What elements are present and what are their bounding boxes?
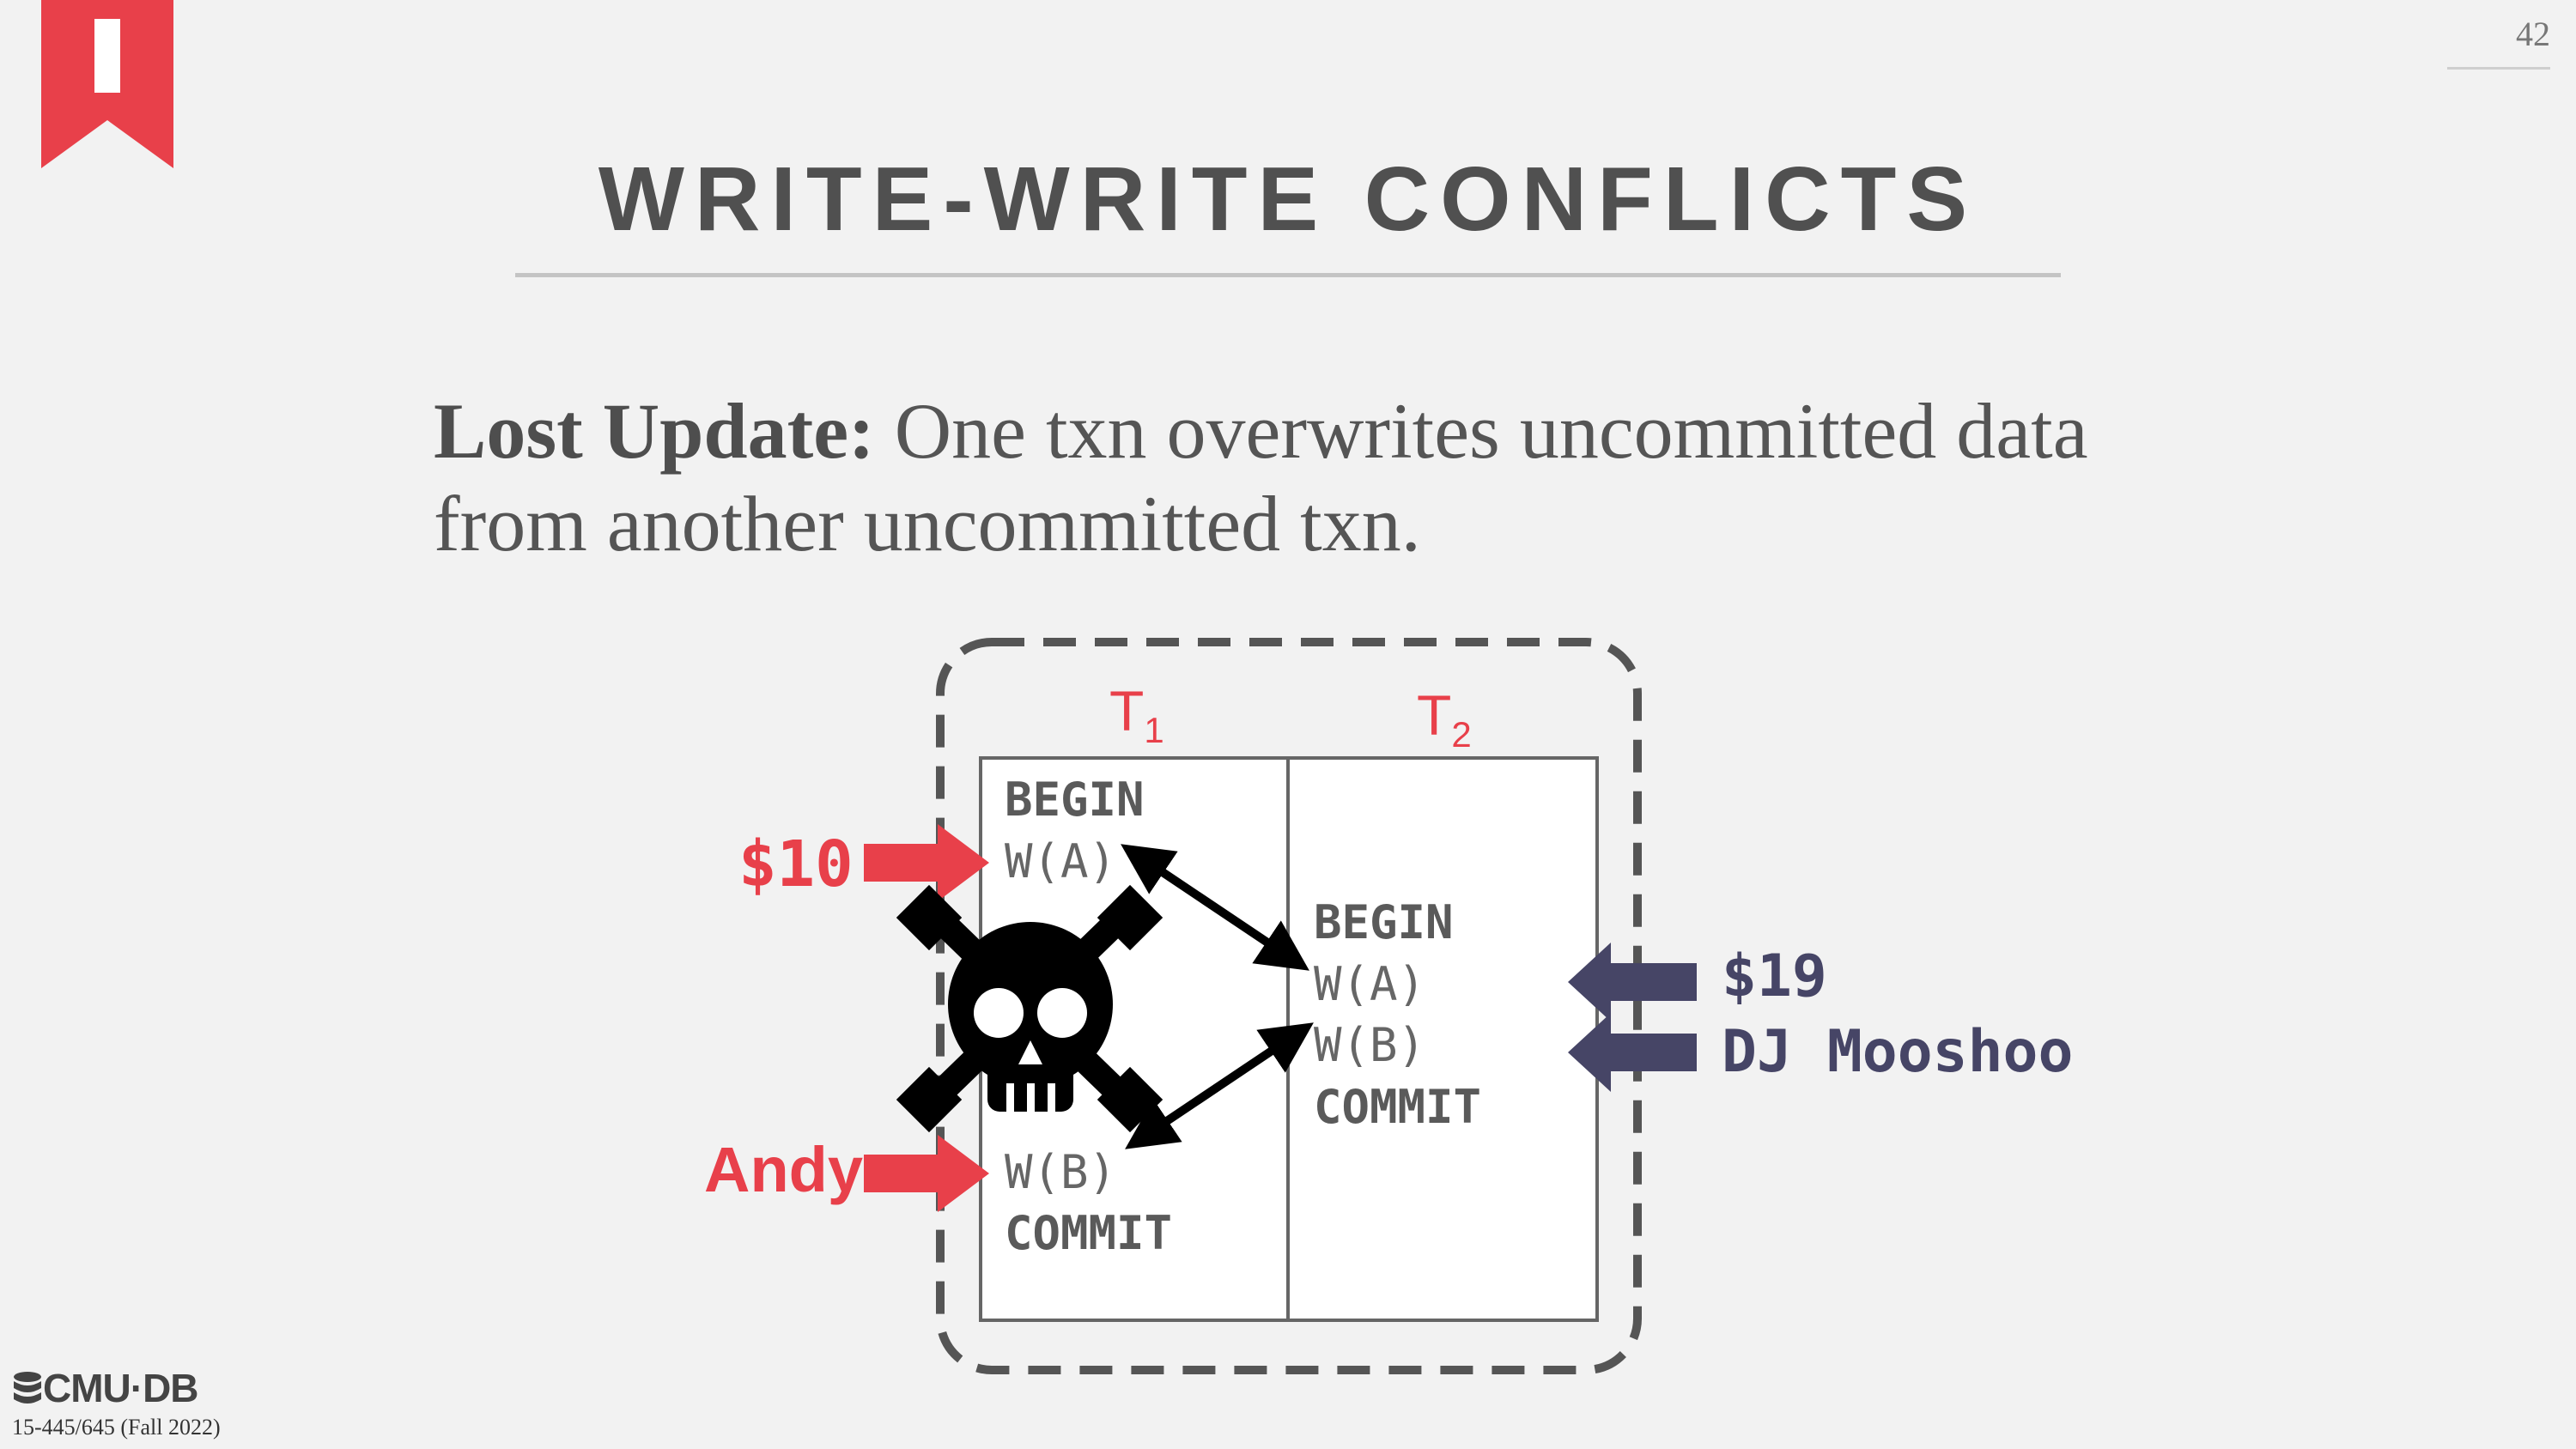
- bookmark-icon: [41, 0, 173, 168]
- definition-text: One txn overwrites uncommitted data from…: [434, 387, 2088, 567]
- logo-text: CMU·DB: [43, 1366, 199, 1410]
- t1-value-a-label: $10: [738, 828, 854, 901]
- definition-term: Lost Update:: [434, 387, 875, 475]
- definition: Lost Update: One txn overwrites uncommit…: [434, 385, 2151, 570]
- t2-commit: COMMIT: [1314, 1080, 1482, 1134]
- t2-value-a-label: $19: [1722, 943, 1827, 1010]
- t1-letter: T: [1109, 679, 1145, 743]
- t2-letter: T: [1417, 683, 1452, 747]
- page-number: 42: [2516, 15, 2550, 53]
- t1-write-a: W(A): [1005, 834, 1117, 888]
- navy-arrow-a: [1568, 943, 1697, 1022]
- page-number-underline: [2447, 67, 2550, 70]
- t1-begin: BEGIN: [1005, 773, 1145, 827]
- t1-commit: COMMIT: [1005, 1206, 1173, 1260]
- t2-write-b: W(B): [1314, 1018, 1426, 1072]
- navy-arrow-b: [1568, 1013, 1697, 1092]
- conflict-arrow-b: [1125, 1022, 1314, 1149]
- cmu-db-logo: CMU·DB: [12, 1365, 199, 1411]
- t2-value-b-label: DJ Mooshoo: [1722, 1018, 2074, 1086]
- red-arrow-b: [864, 1135, 989, 1212]
- txn-label-t2: T2: [1417, 682, 1472, 755]
- t2-write-a: W(A): [1314, 957, 1426, 1011]
- t1-write-b: W(B): [1005, 1145, 1117, 1199]
- dashed-boundary: [936, 638, 1642, 1374]
- t1-value-b-label: Andy: [704, 1134, 863, 1205]
- red-arrow-a: [864, 824, 989, 901]
- skull-crossbones-icon: [896, 884, 1163, 1133]
- database-icon: [14, 1372, 41, 1404]
- course-label: 15-445/645 (Fall 2022): [12, 1415, 221, 1440]
- t1-subscript: 1: [1144, 710, 1164, 751]
- txn-label-t1: T1: [1109, 678, 1164, 751]
- slide-title: WRITE-WRITE CONFLICTS: [598, 149, 1978, 250]
- title-divider: [515, 273, 2061, 277]
- t2-begin: BEGIN: [1314, 895, 1454, 949]
- t2-subscript: 2: [1451, 714, 1472, 755]
- conflict-arrow-a: [1121, 844, 1309, 971]
